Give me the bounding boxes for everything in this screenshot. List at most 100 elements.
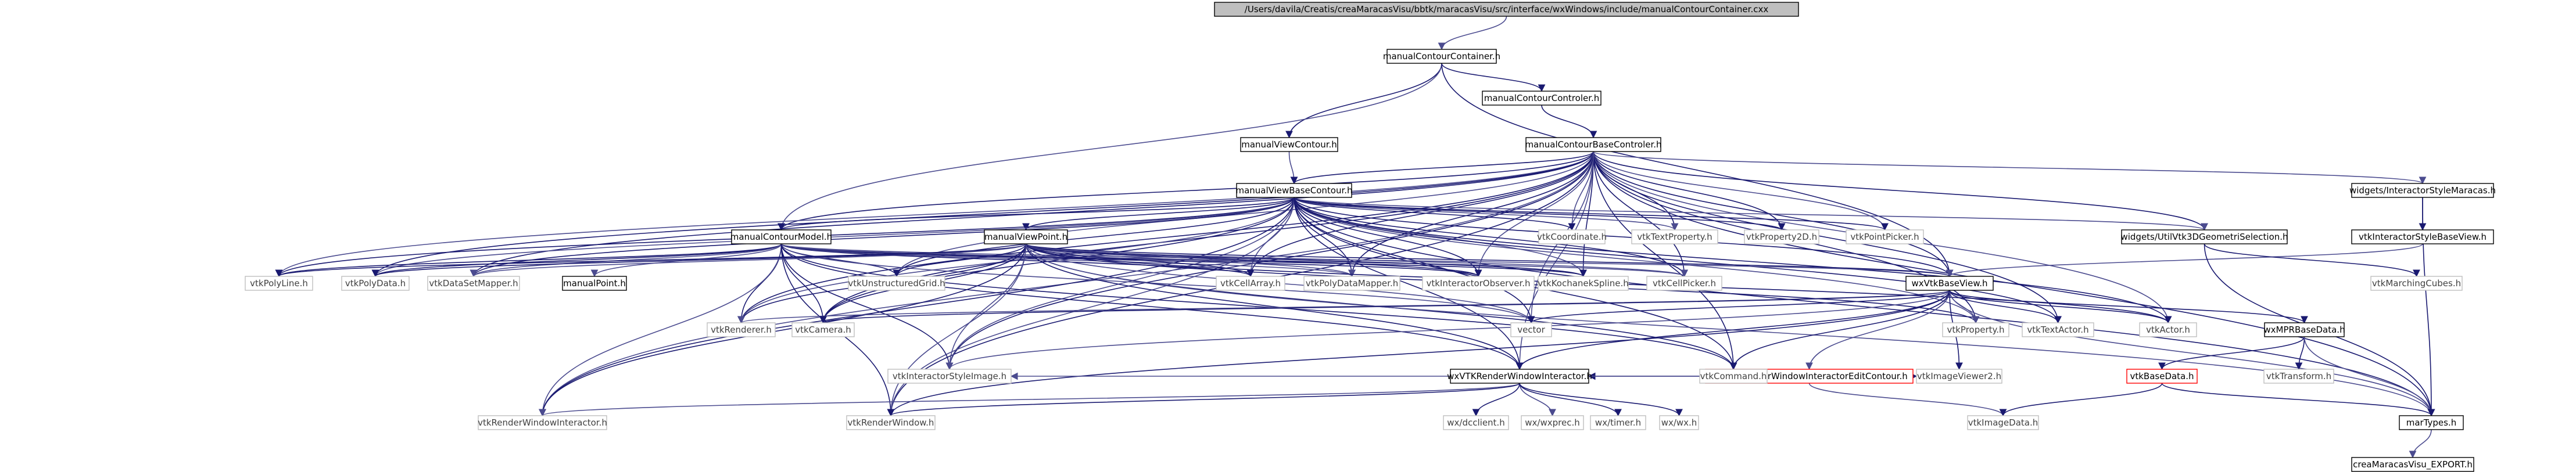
node-box — [1303, 276, 1400, 291]
node-wxbv[interactable]: wxVtkBaseView.h — [1905, 276, 1994, 291]
node-root[interactable]: /Users/davila/Creatis/creaMaracasVisu/bb… — [1214, 2, 1799, 17]
node-iobs: vtkInteractorObserver.h — [1422, 276, 1535, 291]
edge-mvp-to-wxbv — [1025, 243, 1953, 278]
node-prop2d: vtkProperty2D.h — [1744, 229, 1819, 244]
node-mcbc[interactable]: manualContourBaseControler.h — [1525, 137, 1662, 152]
node-label: wx/timer.h — [1595, 417, 1641, 428]
node-wxmpr[interactable]: wxMPRBaseData.h — [2263, 322, 2345, 337]
node-box — [1240, 137, 1338, 152]
node-mvbc[interactable]: manualViewBaseContour.h — [1235, 183, 1353, 198]
edge-mvp-to-pdmapper — [1025, 243, 1356, 278]
edge-mvc-to-mvbc — [1288, 151, 1298, 185]
node-box — [2351, 457, 2474, 472]
edge-mvbc-to-prop2d — [1294, 197, 1786, 231]
node-camera: vtkCamera.h — [791, 322, 855, 337]
node-label: vtkActor.h — [2146, 325, 2190, 335]
edge-mcm-to-dsmapper — [470, 243, 782, 278]
node-label: manualPoint.h — [563, 278, 626, 289]
node-pdmapper: vtkPolyDataMapper.h — [1303, 276, 1400, 291]
edge-mvbc-to-cellpicker — [1294, 197, 1688, 278]
edge-wxbv-to-mart — [1949, 290, 2435, 417]
node-dsmapper: vtkDataSetMapper.h — [427, 276, 520, 291]
node-label: vtkCamera.h — [795, 325, 851, 335]
node-label: wxVTKRenderWindowInteractor.h — [1447, 371, 1592, 381]
node-box — [1590, 415, 1646, 430]
edge-mcm-to-wxrwi — [780, 243, 1524, 370]
node-mcctrl[interactable]: manualContourControler.h — [1482, 91, 1602, 106]
edge-mvp-to-cellarray — [1025, 243, 1255, 278]
edge-mvp-to-rwi — [539, 243, 1027, 417]
node-box — [2370, 276, 2463, 291]
node-box — [984, 229, 1068, 244]
edge-mcm-to-iobs — [780, 243, 1482, 278]
node-box — [1214, 2, 1799, 17]
node-label: /Users/davila/Creatis/creaMaracasVisu/bb… — [1245, 4, 1769, 15]
node-mp[interactable]: manualPoint.h — [562, 276, 627, 291]
node-mvp[interactable]: manualViewPoint.h — [984, 229, 1068, 244]
node-label: wx/wx.h — [1661, 417, 1697, 428]
node-vbd[interactable]: vtkBaseData.h — [2126, 369, 2198, 384]
node-label: vtkBaseData.h — [2130, 371, 2194, 381]
node-wxprec: wx/wxprec.h — [1521, 415, 1584, 430]
node-box — [1942, 322, 2009, 337]
edge-visbv-to-wxbv — [1946, 243, 2423, 278]
node-box — [1422, 276, 1535, 291]
node-label: vtkRenderer.h — [711, 325, 772, 335]
edge-wxrwiec-to-imagedata — [1808, 383, 2007, 417]
node-mcc[interactable]: manualContourContainer.h — [1383, 49, 1500, 64]
edge-wxrwi-to-wxh — [1519, 383, 1683, 417]
edge-wxbv-to-isimage — [945, 290, 1950, 370]
node-label: wx/wxprec.h — [1525, 417, 1579, 428]
node-label: vtkCellPicker.h — [1653, 278, 1716, 289]
edge-wxbv-to-command — [1729, 290, 1950, 370]
edge-mvbc-to-wutil — [1294, 197, 2208, 231]
node-label: vtkImageViewer2.h — [1917, 371, 2001, 381]
node-transform: vtkTransform.h — [2263, 369, 2334, 384]
node-mcm[interactable]: manualContourModel.h — [730, 229, 832, 244]
node-export[interactable]: creaMaracasVisu_EXPORT.h — [2351, 457, 2474, 472]
node-wutil[interactable]: widgets/UtilVtk3DGeometriSelection.h — [2120, 229, 2288, 244]
node-box — [1525, 137, 1661, 152]
node-wism[interactable]: widgets/InteractorStyleMaracas.h — [2349, 183, 2496, 198]
node-mvc[interactable]: manualViewContour.h — [1240, 137, 1338, 152]
node-box — [1631, 229, 1718, 244]
node-wxrwi[interactable]: wxVTKRenderWindowInteractor.h — [1447, 369, 1592, 384]
node-dcclient: wx/dcclient.h — [1443, 415, 1509, 430]
edge-mvbc-to-actor — [1294, 197, 2172, 324]
node-label: wx/dcclient.h — [1447, 417, 1504, 428]
edge-wxbv-to-renderer — [737, 290, 1950, 324]
node-label: manualContourContainer.h — [1383, 51, 1500, 62]
node-viewer2: vtkImageViewer2.h — [1916, 369, 2002, 384]
node-box — [2351, 229, 2494, 244]
node-box — [1482, 91, 1602, 106]
node-label: vector — [1517, 325, 1545, 335]
edge-mvp-to-iobs — [1025, 243, 1482, 278]
edge-wxbv-to-rw — [887, 290, 1950, 417]
node-box — [1646, 276, 1722, 291]
edge-mvbc-to-polydata — [371, 197, 1295, 278]
node-mart[interactable]: marTypes.h — [2399, 415, 2464, 430]
node-label: manualContourModel.h — [730, 232, 832, 242]
node-box — [707, 322, 776, 337]
edge-wxbv-to-textactor — [1949, 290, 2062, 324]
node-label: vtkTransform.h — [2266, 371, 2331, 381]
edge-mcbc-to-cellarray — [1246, 151, 1594, 278]
edge-mvbc-to-mcm — [778, 197, 1295, 231]
node-box — [2022, 322, 2094, 337]
edge-root-to-mcc — [1438, 16, 1507, 51]
edge-mcm-to-isimage — [780, 243, 954, 370]
node-cellarray: vtkCellArray.h — [1216, 276, 1285, 291]
node-kspline: vtkKochanekSpline.h — [1538, 276, 1629, 291]
node-visbv[interactable]: vtkInteractorStyleBaseView.h — [2351, 229, 2494, 244]
edge-mcc-to-mcctrl — [1441, 63, 1546, 92]
edge-mvp-to-isimage — [945, 243, 1027, 370]
edge-wxrwi-to-rw — [887, 383, 1520, 417]
edge-vbd-to-imagedata — [1999, 383, 2163, 417]
edge-mvp-to-ugrid — [893, 243, 1027, 278]
edge-wxrwi-to-rwi — [539, 383, 1520, 417]
edge-mvbc-to-dsmapper — [470, 197, 1295, 278]
node-label: vtkDataSetMapper.h — [429, 278, 518, 289]
edge-wxbv-to-wxmpr — [1949, 290, 2308, 324]
edge-mcbc-to-polyline — [275, 151, 1594, 278]
node-rw: vtkRenderWindow.h — [846, 415, 936, 430]
